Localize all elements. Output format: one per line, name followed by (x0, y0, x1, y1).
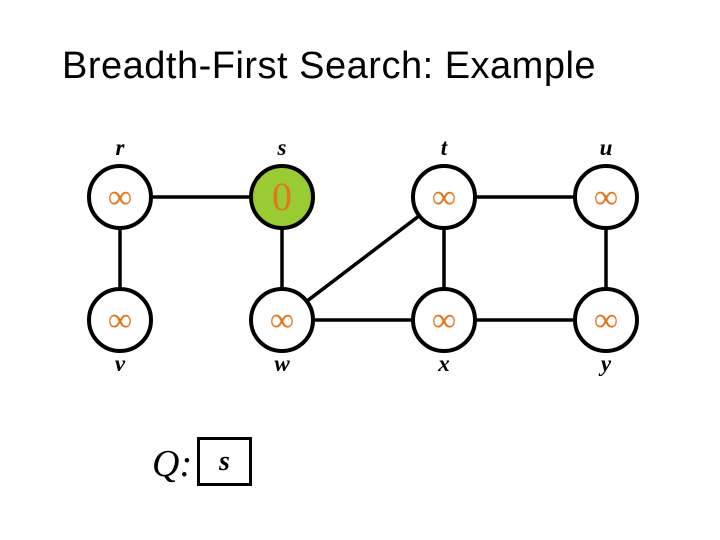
node-label-x: x (437, 351, 450, 376)
graph-node-y (573, 287, 639, 353)
graph-node-t (411, 164, 477, 230)
node-label-t: t (441, 135, 448, 160)
graph-node-s (249, 164, 315, 230)
graph-edge-t-w (305, 214, 421, 303)
node-label-w: w (274, 351, 290, 376)
node-value-v: ∞ (108, 302, 132, 339)
node-label-r: r (116, 135, 126, 160)
graph-node-x (411, 287, 477, 353)
graph-node-v (87, 287, 153, 353)
graph-node-r (87, 164, 153, 230)
node-value-r: ∞ (108, 179, 132, 216)
node-label-v: v (115, 351, 126, 376)
node-label-s: s (277, 135, 287, 160)
slide-title: Breadth-First Search: Example (62, 45, 597, 87)
node-value-u: ∞ (594, 179, 618, 216)
queue-item-0: s (219, 445, 230, 477)
node-value-x: ∞ (432, 302, 456, 339)
queue-box-0: s (197, 437, 252, 486)
queue-label: Q: (152, 443, 193, 485)
node-label-u: u (600, 135, 613, 160)
node-value-t: ∞ (432, 179, 456, 216)
node-value-y: ∞ (594, 302, 618, 339)
graph-node-w (249, 287, 315, 353)
node-label-y: y (598, 351, 612, 376)
queue-boxes: s (197, 437, 252, 486)
node-value-w: ∞ (270, 302, 294, 339)
node-value-s: 0 (272, 174, 292, 219)
graph-node-u (573, 164, 639, 230)
